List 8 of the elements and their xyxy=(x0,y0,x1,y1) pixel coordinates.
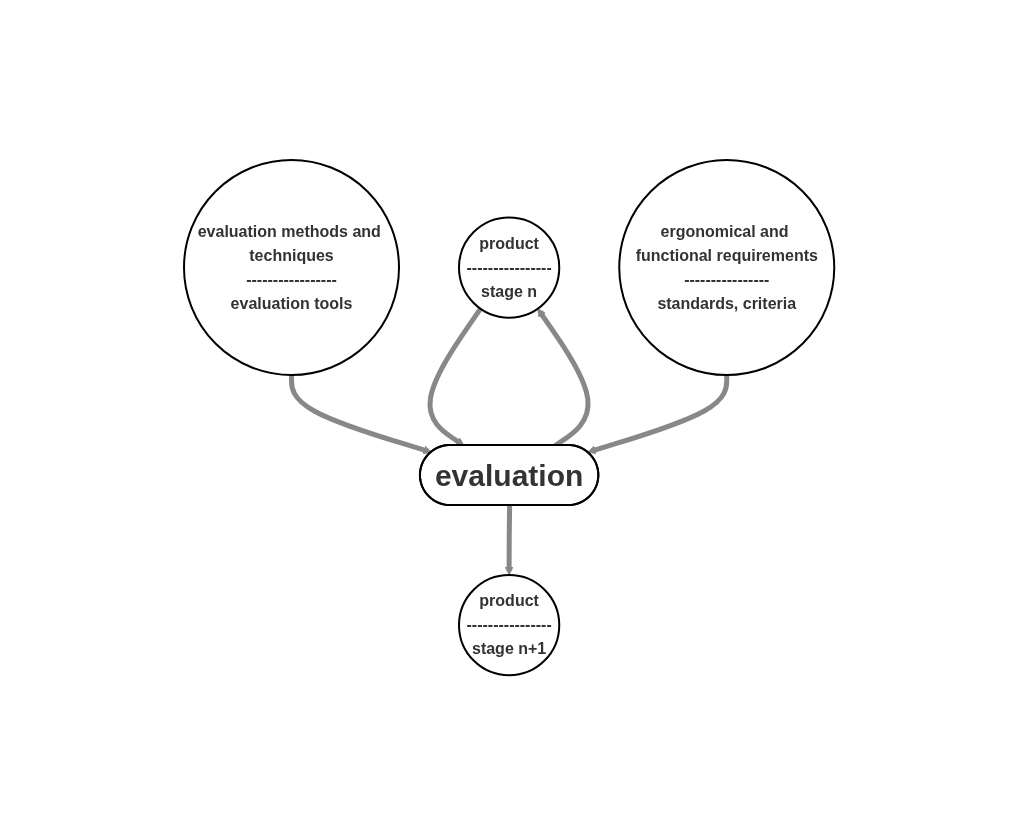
node-circle: ergonomical and functional requirements ---------------- standards, criteria xyxy=(618,159,836,377)
node-circle: product ---------------- stage n xyxy=(458,216,561,319)
node-circle: product ---------------- stage n+1 xyxy=(458,574,561,677)
arrow xyxy=(587,375,730,455)
arrow xyxy=(289,375,433,455)
arrow xyxy=(505,505,514,576)
arrow xyxy=(427,307,483,447)
node-circle: evaluation methods and techniques ----------------- evaluation tools xyxy=(183,159,401,377)
